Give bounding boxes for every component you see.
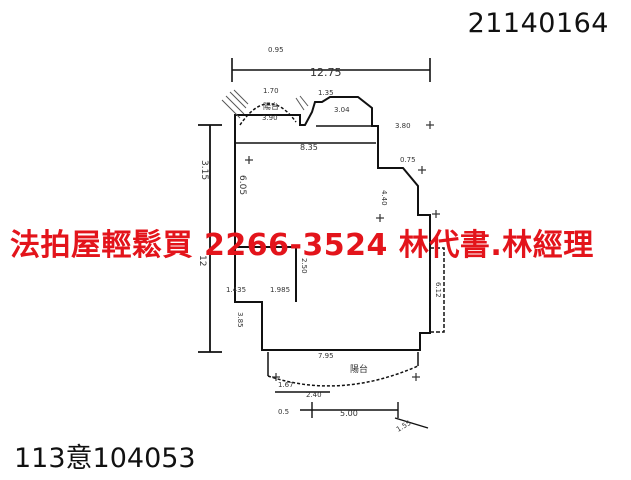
dim-bottom-right-corner: 1.55 <box>395 419 413 434</box>
dim-balcony-top: 1.70 <box>263 87 279 95</box>
right-strip <box>429 247 445 333</box>
top-balcony-label: 陽台 <box>263 101 279 111</box>
dim-left-lower: 3.85 <box>236 312 244 328</box>
advertisement-banner: 法拍屋輕鬆買 2266-3524 林代書.林經理 <box>10 228 594 263</box>
dim-top-left-note: 0.95 <box>268 46 284 54</box>
dim-bottom-left-corner: 0.5 <box>278 408 289 416</box>
dim-bottom-left-2: 2.40 <box>306 391 322 399</box>
dim-left-small-1: 1.435 <box>226 286 246 294</box>
dim-bottom-width: 7.95 <box>318 352 334 360</box>
dim-right-strip: 6.12 <box>434 282 442 298</box>
dim-left-upper-height: 3.15 <box>199 160 209 180</box>
dim-right-note-2: 0.75 <box>400 156 416 164</box>
dim-left-height: 6.05 <box>237 175 247 195</box>
document-number: 21140164 <box>467 8 609 39</box>
survey-markers <box>245 121 440 381</box>
top-balcony-arc <box>239 103 297 126</box>
dim-bay-bottom: 3.04 <box>334 106 350 114</box>
dim-total-width: 12.75 <box>310 66 342 79</box>
dim-bottom-left-1: 1.67 <box>278 381 294 389</box>
dim-balcony-width: 3.90 <box>262 114 278 122</box>
case-number: 113意104053 <box>14 443 196 474</box>
dim-left-total-height: 12 <box>197 255 207 266</box>
dim-left-small-2: 1.985 <box>270 286 290 294</box>
dim-right-note-1: 3.80 <box>395 122 411 130</box>
bottom-balcony-arc <box>267 365 419 387</box>
dim-inner-width: 8.35 <box>300 143 318 152</box>
left-dimension-line <box>198 124 222 353</box>
bottom-balcony-label: 陽台 <box>350 363 368 375</box>
dim-right-mid: 4.40 <box>380 190 388 206</box>
left-step-wall <box>235 246 297 302</box>
top-dimension-line <box>231 58 431 82</box>
dim-step-down: 2.50 <box>300 258 308 274</box>
dim-bottom-span: 5.00 <box>340 409 358 418</box>
balcony-hatching <box>221 89 309 119</box>
bottom-dimension-line <box>275 391 429 429</box>
dim-bay-top: 1.35 <box>318 89 334 97</box>
